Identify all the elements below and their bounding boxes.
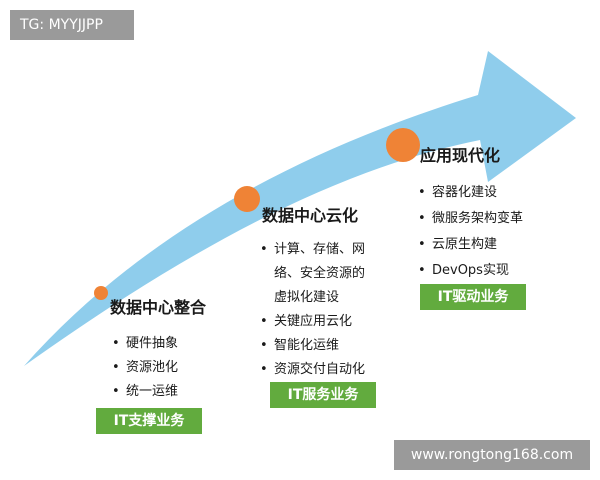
list-item: 资源交付自动化 [260, 358, 365, 382]
stage2-title: 数据中心云化 [262, 206, 359, 225]
watermark-tag: TG: MYYJJPP [10, 10, 134, 40]
stage2-list: 计算、存储、网 络、安全资源的 虚拟化建设 关键应用云化 智能化运维 资源交付自… [260, 238, 365, 382]
list-item: 云原生构建 [418, 232, 523, 258]
stage3-list: 容器化建设 微服务架构变革 云原生构建 DevOps实现 [418, 180, 523, 284]
stage2-dot [234, 186, 260, 212]
list-item: 统一运维 [112, 380, 178, 404]
list-item-continued: 络、安全资源的 [274, 266, 366, 281]
list-item: 硬件抽象 [112, 332, 178, 356]
stage2-badge: IT服务业务 [270, 382, 376, 408]
stage1-title: 数据中心整合 [110, 298, 207, 317]
stage3-badge: IT驱动业务 [420, 284, 526, 310]
stage3-title: 应用现代化 [420, 146, 501, 165]
stage1-list: 硬件抽象 资源池化 统一运维 [112, 332, 178, 404]
list-item: 关键应用云化 [260, 310, 365, 334]
list-item: 容器化建设 [418, 180, 523, 206]
stage1-badge: IT支撑业务 [96, 408, 202, 434]
list-item-continued: 虚拟化建设 [274, 290, 340, 305]
list-item: 微服务架构变革 [418, 206, 523, 232]
list-item: 计算、存储、网 [260, 238, 365, 262]
stage1-dot [94, 286, 108, 300]
watermark-site: www.rongtong168.com [394, 440, 590, 470]
list-item: 智能化运维 [260, 334, 365, 358]
list-item: DevOps实现 [418, 258, 523, 284]
list-item: 资源池化 [112, 356, 178, 380]
stage3-dot [386, 128, 420, 162]
growth-arrow-shape [24, 51, 576, 366]
